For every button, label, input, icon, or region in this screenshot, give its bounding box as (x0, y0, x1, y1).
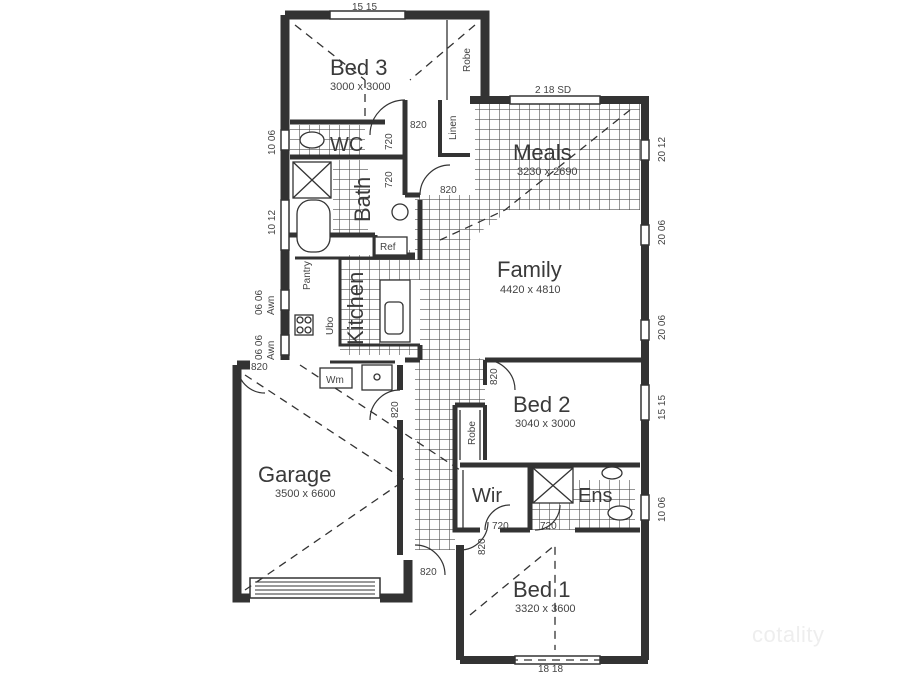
fixtures (292, 20, 633, 528)
svg-text:2 18 SD: 2 18 SD (535, 85, 571, 96)
room-size: 3040 x 3000 (515, 418, 576, 430)
room-name: Bed 2 (513, 392, 571, 417)
robe-label: Robe (467, 421, 478, 445)
svg-text:720: 720 (492, 521, 509, 532)
svg-text:820: 820 (477, 538, 488, 555)
svg-text:18 18: 18 18 (538, 664, 563, 675)
room-name: Bed 3 (330, 55, 388, 80)
svg-text:20 06: 20 06 (657, 220, 668, 245)
room-name: Garage (258, 462, 331, 487)
svg-text:06 06: 06 06 (254, 335, 265, 360)
svg-text:820: 820 (420, 567, 437, 578)
room-size: 3320 x 3600 (515, 603, 576, 615)
ref-label: Ref (380, 242, 396, 253)
robe-label: Robe (462, 48, 473, 72)
svg-text:820: 820 (410, 120, 427, 131)
room-size: 3500 x 6600 (275, 488, 336, 500)
svg-text:720: 720 (384, 171, 395, 188)
room-size: 3000 x 3000 (330, 81, 391, 93)
pantry-label: Pantry (302, 261, 313, 290)
linen-label: Linen (448, 116, 459, 140)
wm-label: Wm (326, 375, 344, 386)
svg-text:10 12: 10 12 (267, 210, 278, 235)
ubo-label: Ubo (325, 316, 336, 335)
svg-text:820: 820 (489, 368, 500, 385)
room-size: 3230 x 2690 (517, 166, 578, 178)
svg-text:Awn: Awn (266, 296, 277, 315)
door-labels: 820 720 720 820 820 820 820 720 720 820 … (251, 120, 557, 578)
room-name: Bed 1 (513, 577, 571, 602)
svg-text:10 06: 10 06 (657, 497, 668, 522)
room-labels: Bed 3 3000 x 3000 Meals 3230 x 2690 Fami… (258, 48, 612, 615)
room-name: Family (497, 257, 562, 282)
svg-text:Awn: Awn (266, 341, 277, 360)
wir-label: Wir (472, 485, 502, 507)
svg-text:10 06: 10 06 (267, 130, 278, 155)
svg-text:20 06: 20 06 (657, 315, 668, 340)
window-labels: 15 15 2 18 SD 20 12 20 06 20 06 15 15 10… (254, 2, 668, 675)
svg-text:720: 720 (384, 133, 395, 150)
room-size: 4420 x 4810 (500, 284, 561, 296)
svg-text:820: 820 (251, 362, 268, 373)
svg-text:06 06: 06 06 (254, 290, 265, 315)
ens-label: Ens (578, 485, 612, 507)
doors (236, 99, 561, 576)
watermark-logo: cotality (752, 622, 825, 647)
bath-label: Bath (350, 177, 375, 222)
svg-text:15 15: 15 15 (352, 2, 377, 13)
svg-text:720: 720 (540, 521, 557, 532)
svg-text:15 15: 15 15 (657, 395, 668, 420)
svg-text:820: 820 (390, 401, 401, 418)
room-name: Meals (513, 140, 572, 165)
svg-text:20 12: 20 12 (657, 137, 668, 162)
wc-label: WC (330, 134, 363, 156)
svg-text:820: 820 (440, 185, 457, 196)
kitchen-label: Kitchen (343, 272, 368, 345)
